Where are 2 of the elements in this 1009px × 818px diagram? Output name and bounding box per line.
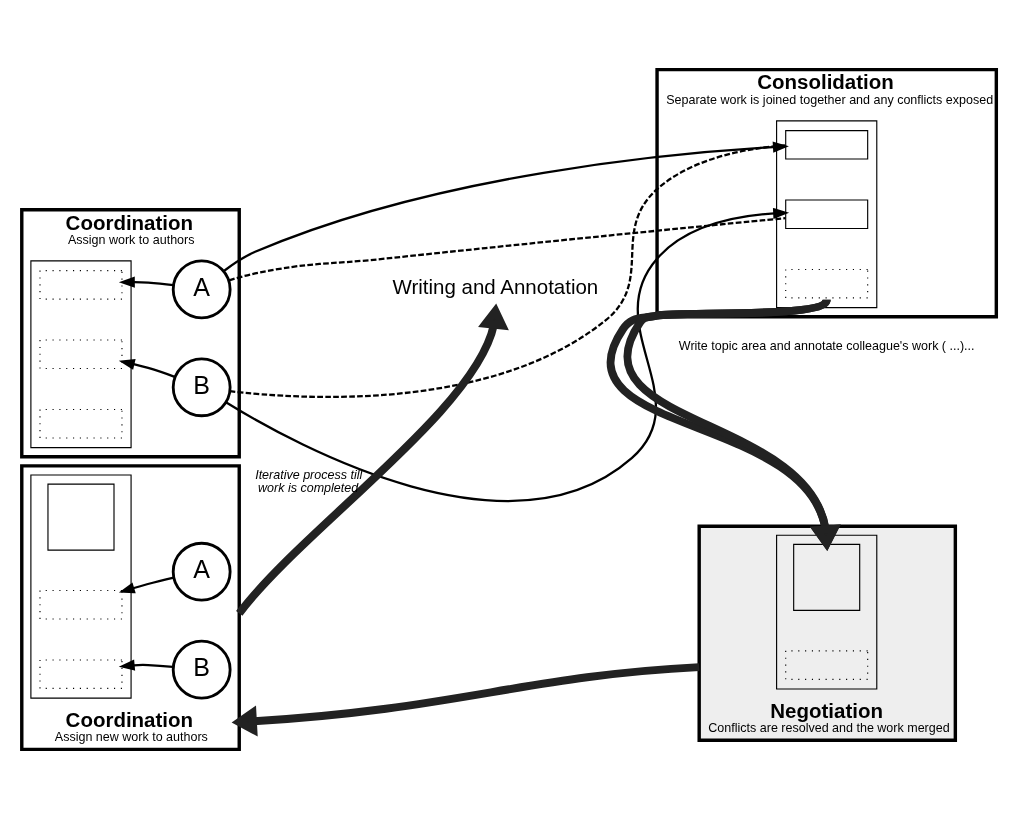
node-text: Writing and Annotation	[392, 274, 599, 298]
label: Write topic area and annotate colleague's work ( ...)...	[678, 338, 975, 352]
